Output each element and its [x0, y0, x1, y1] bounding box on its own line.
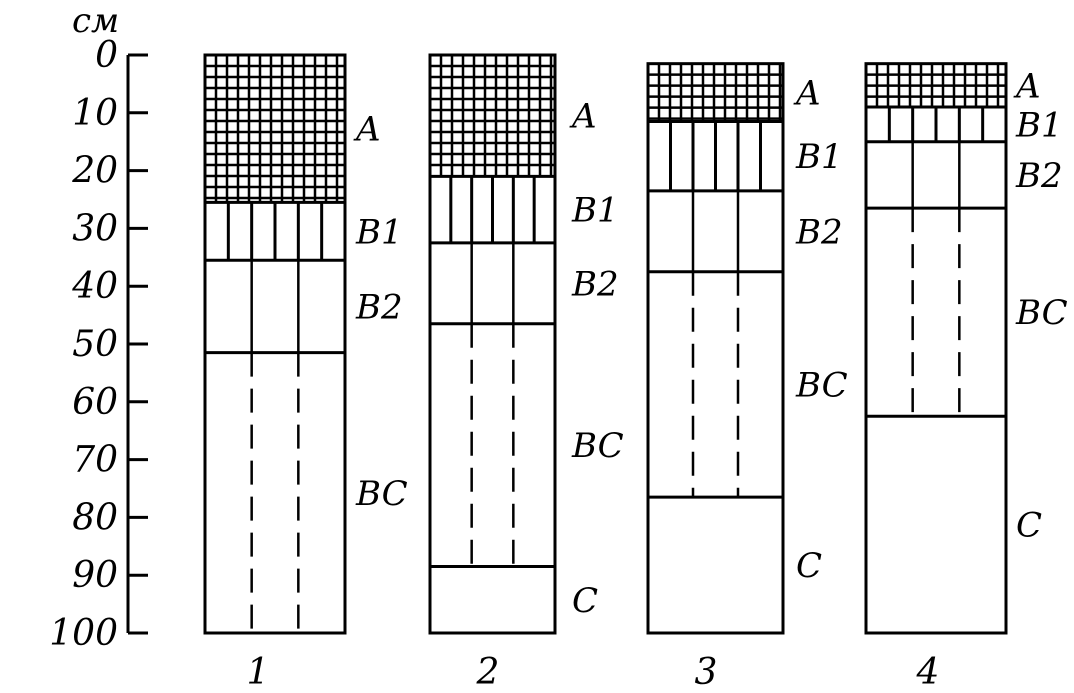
- horizon-label: BC: [571, 426, 624, 466]
- horizon-label: A: [353, 110, 381, 150]
- horizon-label: B1: [571, 191, 619, 231]
- tick-label: 10: [72, 93, 118, 134]
- horizon-b2: B2: [648, 189, 843, 272]
- horizon-label: BC: [355, 474, 408, 514]
- tick-label: 20: [71, 151, 118, 192]
- horizon-label: B2: [355, 287, 403, 327]
- horizon-b1: B1: [648, 119, 843, 191]
- horizon-b1: B1: [866, 105, 1063, 145]
- horizon-label: B1: [355, 212, 403, 252]
- profile-frame: [203, 53, 347, 635]
- horizon-b1: B1: [430, 174, 619, 243]
- horizon-label: B2: [571, 264, 619, 304]
- axis-unit-label: см: [72, 1, 119, 41]
- horizon-label: A: [793, 74, 821, 114]
- horizon-label: A: [569, 97, 597, 137]
- tick-label: 50: [72, 324, 118, 365]
- profile-number-label: 1: [247, 652, 270, 693]
- horizon-bc: BC: [648, 270, 848, 498]
- horizon-label: B1: [795, 137, 843, 177]
- horizon-label: C: [572, 581, 598, 621]
- horizon-label: BC: [1015, 293, 1068, 333]
- horizon-label: B2: [1015, 156, 1063, 196]
- tick-label: 80: [72, 497, 118, 538]
- tick-label: 90: [72, 555, 118, 596]
- profile-frame: [646, 62, 785, 635]
- horizon-c: C: [648, 495, 822, 586]
- horizon-a: A: [430, 55, 597, 177]
- tick-label: 70: [72, 440, 118, 481]
- horizon-c: C: [430, 565, 598, 621]
- tick-label: 30: [72, 208, 118, 249]
- tick-label: 0: [95, 35, 118, 76]
- horizon-b2: B2: [430, 241, 619, 324]
- horizon-a: A: [648, 63, 821, 122]
- horizon-label: C: [796, 546, 822, 586]
- horizon-label: C: [1016, 506, 1042, 546]
- horizon-label: B2: [795, 212, 843, 252]
- horizon-bc: BC: [866, 206, 1068, 417]
- tick-label: 100: [49, 613, 118, 654]
- horizon-bc: BC: [205, 351, 408, 633]
- depth-axis: 0 10 20 30 40 50 60 70 80 90 100 см: [49, 1, 148, 654]
- profile-frame: [864, 62, 1008, 635]
- tick-label: 40: [71, 266, 118, 307]
- horizon-b2: B2: [205, 258, 403, 353]
- profile-number-label: 4: [916, 652, 940, 693]
- horizon-a: A: [205, 55, 381, 203]
- horizon-label: A: [1013, 66, 1041, 106]
- horizon-a: A: [866, 63, 1041, 108]
- horizon-b1: B1: [205, 200, 403, 261]
- horizon-bc: BC: [430, 322, 624, 567]
- horizon-b2: B2: [866, 140, 1063, 209]
- profile-number-label: 3: [695, 652, 718, 693]
- profile-number-label: 2: [476, 652, 500, 693]
- tick-label: 60: [72, 382, 118, 423]
- horizon-label: B1: [1015, 105, 1063, 145]
- horizon-c: C: [866, 414, 1042, 546]
- profile-frame: [428, 53, 557, 635]
- horizon-label: BC: [795, 365, 848, 405]
